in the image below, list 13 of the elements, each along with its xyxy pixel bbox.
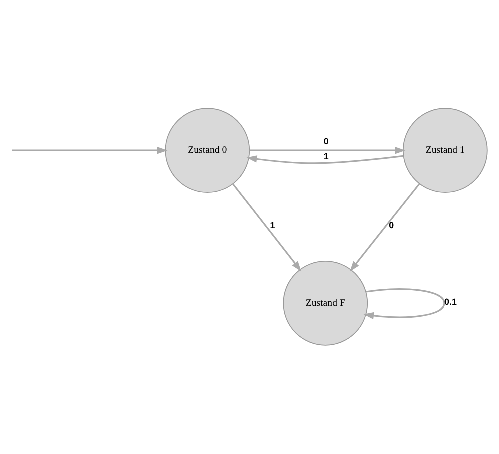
edge-label: 0.1 [444,296,457,307]
arrow [364,288,446,320]
arrow [12,146,168,154]
arrow [350,183,420,272]
edge-label: 1 [324,152,329,162]
edge-label: 0 [324,136,329,146]
edge-label: 0 [389,220,394,230]
arrow [250,146,406,154]
edge-label: 1 [270,220,276,230]
arrow [232,184,302,272]
node-circle: Zustand 1 [402,108,488,194]
arrow [246,155,404,164]
node-circle: Zustand 0 [165,108,250,194]
